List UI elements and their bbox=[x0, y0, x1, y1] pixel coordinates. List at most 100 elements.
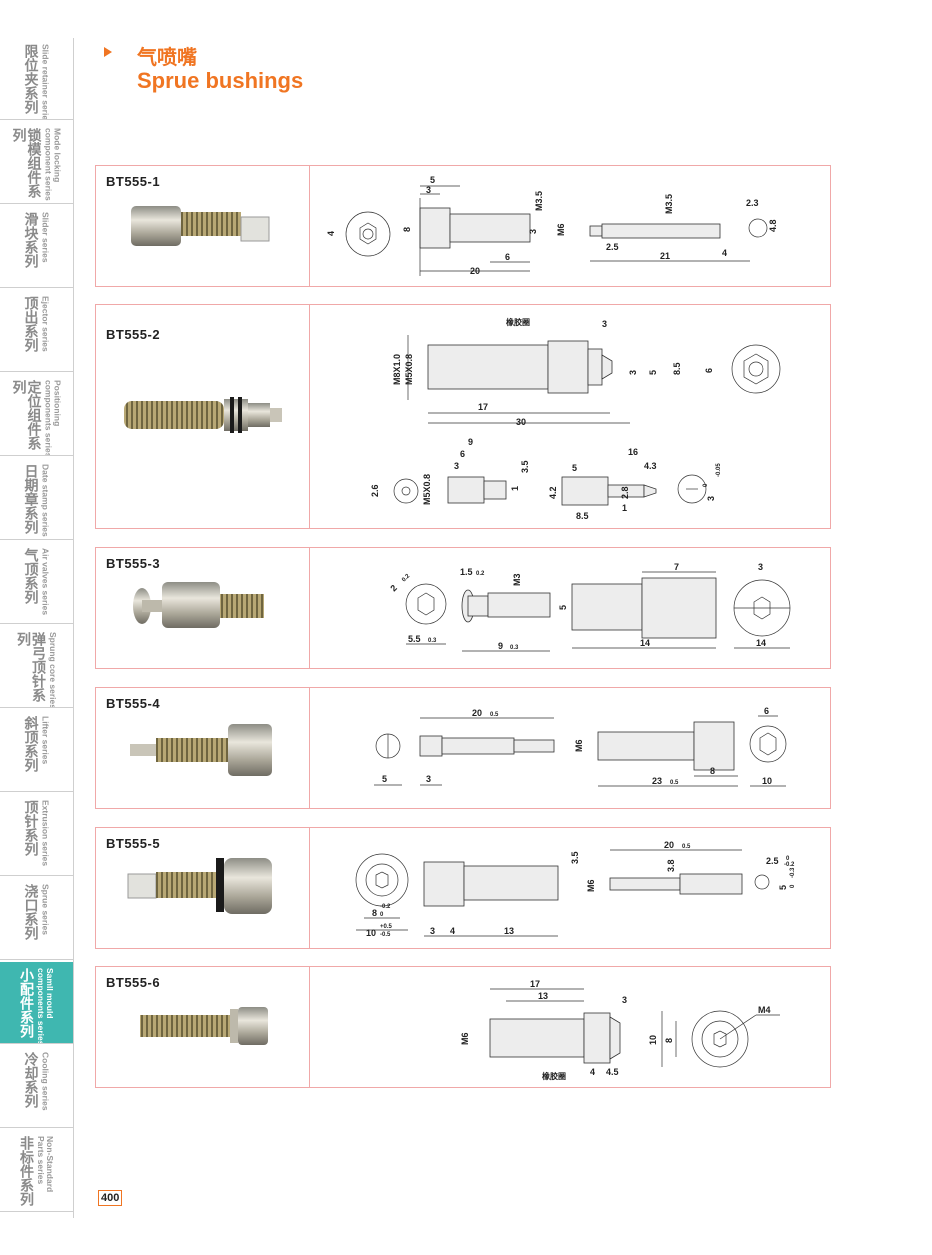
technical-drawing: 8 -0.2 0 10 +0.5 -0.5 3 4 13 3.5 M6 20 0… bbox=[355, 840, 796, 938]
dim-5: 5 bbox=[382, 774, 387, 784]
dim-1.5: 1.5 bbox=[460, 567, 473, 577]
product-code: BT555-1 bbox=[106, 174, 161, 189]
sidebar-item-en-label: Sprue series bbox=[40, 884, 51, 936]
product-photo bbox=[127, 858, 272, 914]
dim-m3.5: M3.5 bbox=[534, 191, 544, 211]
dim-2.5: 2.5 bbox=[766, 856, 779, 866]
rubber-ring-label: 橡胶圈 bbox=[506, 317, 530, 327]
dim-6: 6 bbox=[704, 368, 714, 373]
dim-3b: 3 bbox=[528, 229, 538, 234]
dim-16: 16 bbox=[628, 447, 638, 457]
tol--0.5: -0.5 bbox=[380, 932, 391, 938]
dim-13: 13 bbox=[538, 991, 548, 1001]
dim-2.5: 2.5 bbox=[606, 242, 619, 252]
technical-drawing: 2 0.2 5.5 0.3 1.5 0.2 M3 9 0.3 7 5 14 3 … bbox=[388, 562, 791, 652]
dim-9: 9 bbox=[468, 437, 473, 447]
row-divider bbox=[309, 828, 310, 948]
tol-0: 0 bbox=[380, 912, 384, 918]
dim-5: 5 bbox=[558, 605, 568, 610]
row-divider bbox=[309, 305, 310, 528]
product-code: BT555-5 bbox=[106, 836, 161, 851]
tol-0c: 0 bbox=[790, 884, 796, 888]
dim-m5x0.8: M5X0.8 bbox=[404, 354, 414, 385]
dim-14: 14 bbox=[640, 638, 650, 648]
dim-5: 5 bbox=[430, 175, 435, 185]
dim-6: 6 bbox=[764, 706, 769, 716]
sidebar-item-zh-label: 顶针系列 bbox=[23, 800, 40, 856]
sidebar-item-zh-label: 斜顶系列 bbox=[23, 716, 40, 772]
dim-4.5: 4.5 bbox=[606, 1067, 619, 1077]
dim-4.2: 4.2 bbox=[548, 486, 558, 499]
product-row-bt555-2: BT555-2 M8X1.0 M5X0.8 橡胶圈 3 3 5 8.5 17 3… bbox=[95, 304, 831, 529]
sidebar-item-zh-label: 锁模组件系列 bbox=[11, 128, 43, 198]
tol-0.2: 0.2 bbox=[401, 573, 412, 584]
sidebar-item-en-label: Non-Standard Parts series bbox=[36, 1136, 55, 1193]
sidebar-item-en-label: Sprung core series bbox=[48, 632, 58, 708]
dim-10: 10 bbox=[366, 928, 376, 938]
tol-0.05: -0.05 bbox=[716, 463, 722, 477]
dim-4b: 4 bbox=[722, 248, 727, 258]
sidebar-item-en-label: Mode locking component series bbox=[43, 128, 63, 201]
row-divider bbox=[309, 548, 310, 668]
dim-3.8: 3.8 bbox=[666, 859, 676, 872]
dim-7: 7 bbox=[674, 562, 679, 572]
dim-30: 30 bbox=[516, 417, 526, 427]
dim-5b: 5 bbox=[778, 885, 788, 890]
dim-1: 1 bbox=[510, 486, 520, 491]
dim-17: 17 bbox=[478, 402, 488, 412]
dim-3d: 3 bbox=[706, 496, 716, 501]
dim-3: 3 bbox=[602, 319, 607, 329]
row-divider bbox=[309, 967, 310, 1087]
dim-m4: M4 bbox=[758, 1005, 771, 1015]
tol-0.5: 0.5 bbox=[490, 712, 499, 718]
dim-9: 9 bbox=[498, 641, 503, 651]
dim-3: 3 bbox=[426, 774, 431, 784]
dim-2.6: 2.6 bbox=[370, 484, 380, 497]
sidebar-item-en-label: Air valves series bbox=[40, 548, 51, 616]
tol-0.3: 0.3 bbox=[428, 638, 437, 644]
tol-0.5b: 0.5 bbox=[670, 780, 679, 786]
dim-23: 23 bbox=[652, 776, 662, 786]
dim-10: 10 bbox=[762, 776, 772, 786]
dim-m6: M6 bbox=[574, 739, 584, 752]
dim-5b: 5 bbox=[572, 463, 577, 473]
dim-3c: 3 bbox=[454, 461, 459, 471]
page-number: 400 bbox=[98, 1190, 123, 1206]
technical-drawing: 5 20 0.5 3 M6 23 0.5 8 6 10 bbox=[374, 706, 787, 787]
dim-m5x0.8b: M5X0.8 bbox=[422, 474, 432, 505]
tol--0.3: -0.3 bbox=[790, 867, 796, 878]
technical-drawing: 17 13 3 M6 橡胶圈 4 4.5 10 8 M4 bbox=[460, 979, 780, 1081]
dim-20: 20 bbox=[664, 840, 674, 850]
dim-8.5b: 8.5 bbox=[576, 511, 589, 521]
dim-13: 13 bbox=[504, 926, 514, 936]
tol-0: 0 bbox=[703, 483, 709, 487]
sidebar-item-zh-label: 冷却系列 bbox=[23, 1052, 40, 1108]
product-code: BT555-2 bbox=[106, 327, 161, 342]
dim-21: 21 bbox=[660, 251, 670, 261]
dim-3: 3 bbox=[426, 185, 431, 195]
title-arrow-icon bbox=[104, 47, 112, 57]
dim-5.5: 5.5 bbox=[408, 634, 421, 644]
tol--0.2b: -0.2 bbox=[784, 862, 795, 868]
product-photo bbox=[130, 724, 272, 776]
dim-4: 4 bbox=[326, 231, 336, 236]
sidebar-item-en-label: Extrusion series bbox=[40, 800, 51, 867]
sidebar-item-zh-label: 定位组件系列 bbox=[11, 380, 43, 450]
product-row-bt555-1: BT555-1 4 5 3 8 M3.5 3 M6 6 20 2.5 21 4 … bbox=[95, 165, 831, 287]
dim-20: 20 bbox=[472, 708, 482, 718]
